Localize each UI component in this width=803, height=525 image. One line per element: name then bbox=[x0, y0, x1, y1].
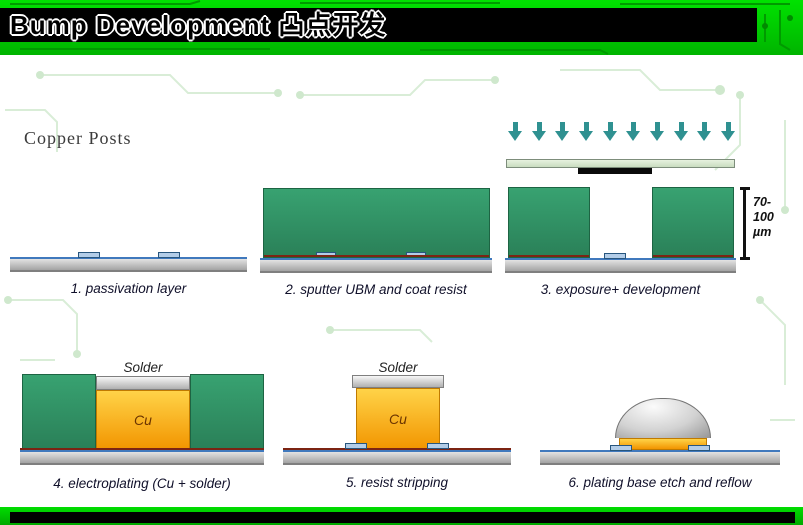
passivation-pad bbox=[610, 445, 632, 451]
down-arrow-icon bbox=[626, 122, 641, 141]
page-title: Bump Development 凸点开发 bbox=[10, 10, 387, 40]
ubm-layer bbox=[509, 255, 589, 257]
photomask-plate bbox=[506, 159, 735, 168]
footer-band bbox=[0, 507, 803, 525]
passivation-pad bbox=[604, 253, 626, 259]
resist-block-left bbox=[508, 187, 590, 258]
step-3-caption: 3. exposure+ development bbox=[540, 282, 701, 297]
step-4-caption: 4. electroplating (Cu + solder) bbox=[53, 476, 231, 491]
down-arrow-icon bbox=[531, 122, 547, 141]
step-5-caption: 5. resist stripping bbox=[345, 475, 449, 490]
resist-block-right bbox=[652, 187, 734, 258]
substrate-wafer bbox=[20, 448, 264, 465]
substrate-wafer bbox=[505, 253, 736, 273]
passivation-pad bbox=[158, 252, 180, 258]
substrate-wafer bbox=[260, 258, 492, 273]
passivation-pad bbox=[78, 252, 100, 258]
copper-block: Cu bbox=[96, 390, 190, 450]
passivation-pad bbox=[406, 252, 426, 257]
down-arrow-icon bbox=[649, 122, 665, 141]
resist-block bbox=[263, 188, 490, 258]
resist-block-left bbox=[22, 374, 96, 450]
header-band: Bump Development 凸点开发 bbox=[0, 0, 803, 55]
step-2-caption: 2. sputter UBM and coat resist bbox=[285, 282, 467, 297]
resist-block-right bbox=[190, 374, 264, 450]
step-6-caption: 6. plating base etch and reflow bbox=[568, 475, 752, 490]
copper-label: Cu bbox=[134, 412, 152, 428]
down-arrow-icon bbox=[508, 122, 523, 141]
down-arrow-icon bbox=[578, 122, 594, 141]
uv-exposure-arrows bbox=[508, 122, 736, 141]
passivation-pad bbox=[345, 443, 367, 449]
passivation-pad bbox=[316, 252, 336, 257]
down-arrow-icon bbox=[697, 122, 712, 141]
solder-layer bbox=[96, 376, 190, 390]
dimension-label: 70- 100 µm bbox=[753, 195, 774, 240]
step-1-caption: 1. passivation layer bbox=[70, 281, 187, 296]
passivation-pad bbox=[688, 445, 710, 451]
solder-label: Solder bbox=[378, 360, 418, 375]
dimension-line2: 100 µm bbox=[753, 210, 774, 239]
section-label: Copper Posts bbox=[24, 128, 132, 148]
solder-layer bbox=[352, 375, 444, 388]
down-arrow-icon bbox=[602, 122, 618, 141]
solder-label: Solder bbox=[123, 360, 163, 375]
down-arrow-icon bbox=[555, 122, 570, 141]
passivation-pad bbox=[427, 443, 449, 449]
dimension-line1: 70- bbox=[753, 195, 772, 209]
title-bar: Bump Development 凸点开发 bbox=[0, 8, 757, 42]
plating-base-layer bbox=[20, 448, 264, 450]
reflowed-solder-dome bbox=[615, 398, 711, 438]
substrate-wafer bbox=[283, 443, 511, 465]
dimension-bracket bbox=[740, 187, 750, 260]
ubm-layer bbox=[264, 255, 489, 257]
slide-content: Copper Posts 1. passivation layer 2. spu… bbox=[0, 55, 803, 508]
footer-black-bar bbox=[10, 512, 795, 523]
substrate-wafer bbox=[10, 252, 247, 272]
plating-base-layer bbox=[283, 448, 511, 450]
copper-label: Cu bbox=[389, 411, 407, 427]
copper-base bbox=[619, 438, 707, 450]
substrate-wafer bbox=[540, 445, 780, 465]
photomask-dark-region bbox=[578, 168, 652, 174]
ubm-layer bbox=[653, 255, 733, 257]
header-circuit-pattern bbox=[10, 0, 793, 55]
down-arrow-icon bbox=[720, 122, 736, 141]
copper-block: Cu bbox=[356, 388, 440, 450]
down-arrow-icon bbox=[673, 122, 689, 141]
